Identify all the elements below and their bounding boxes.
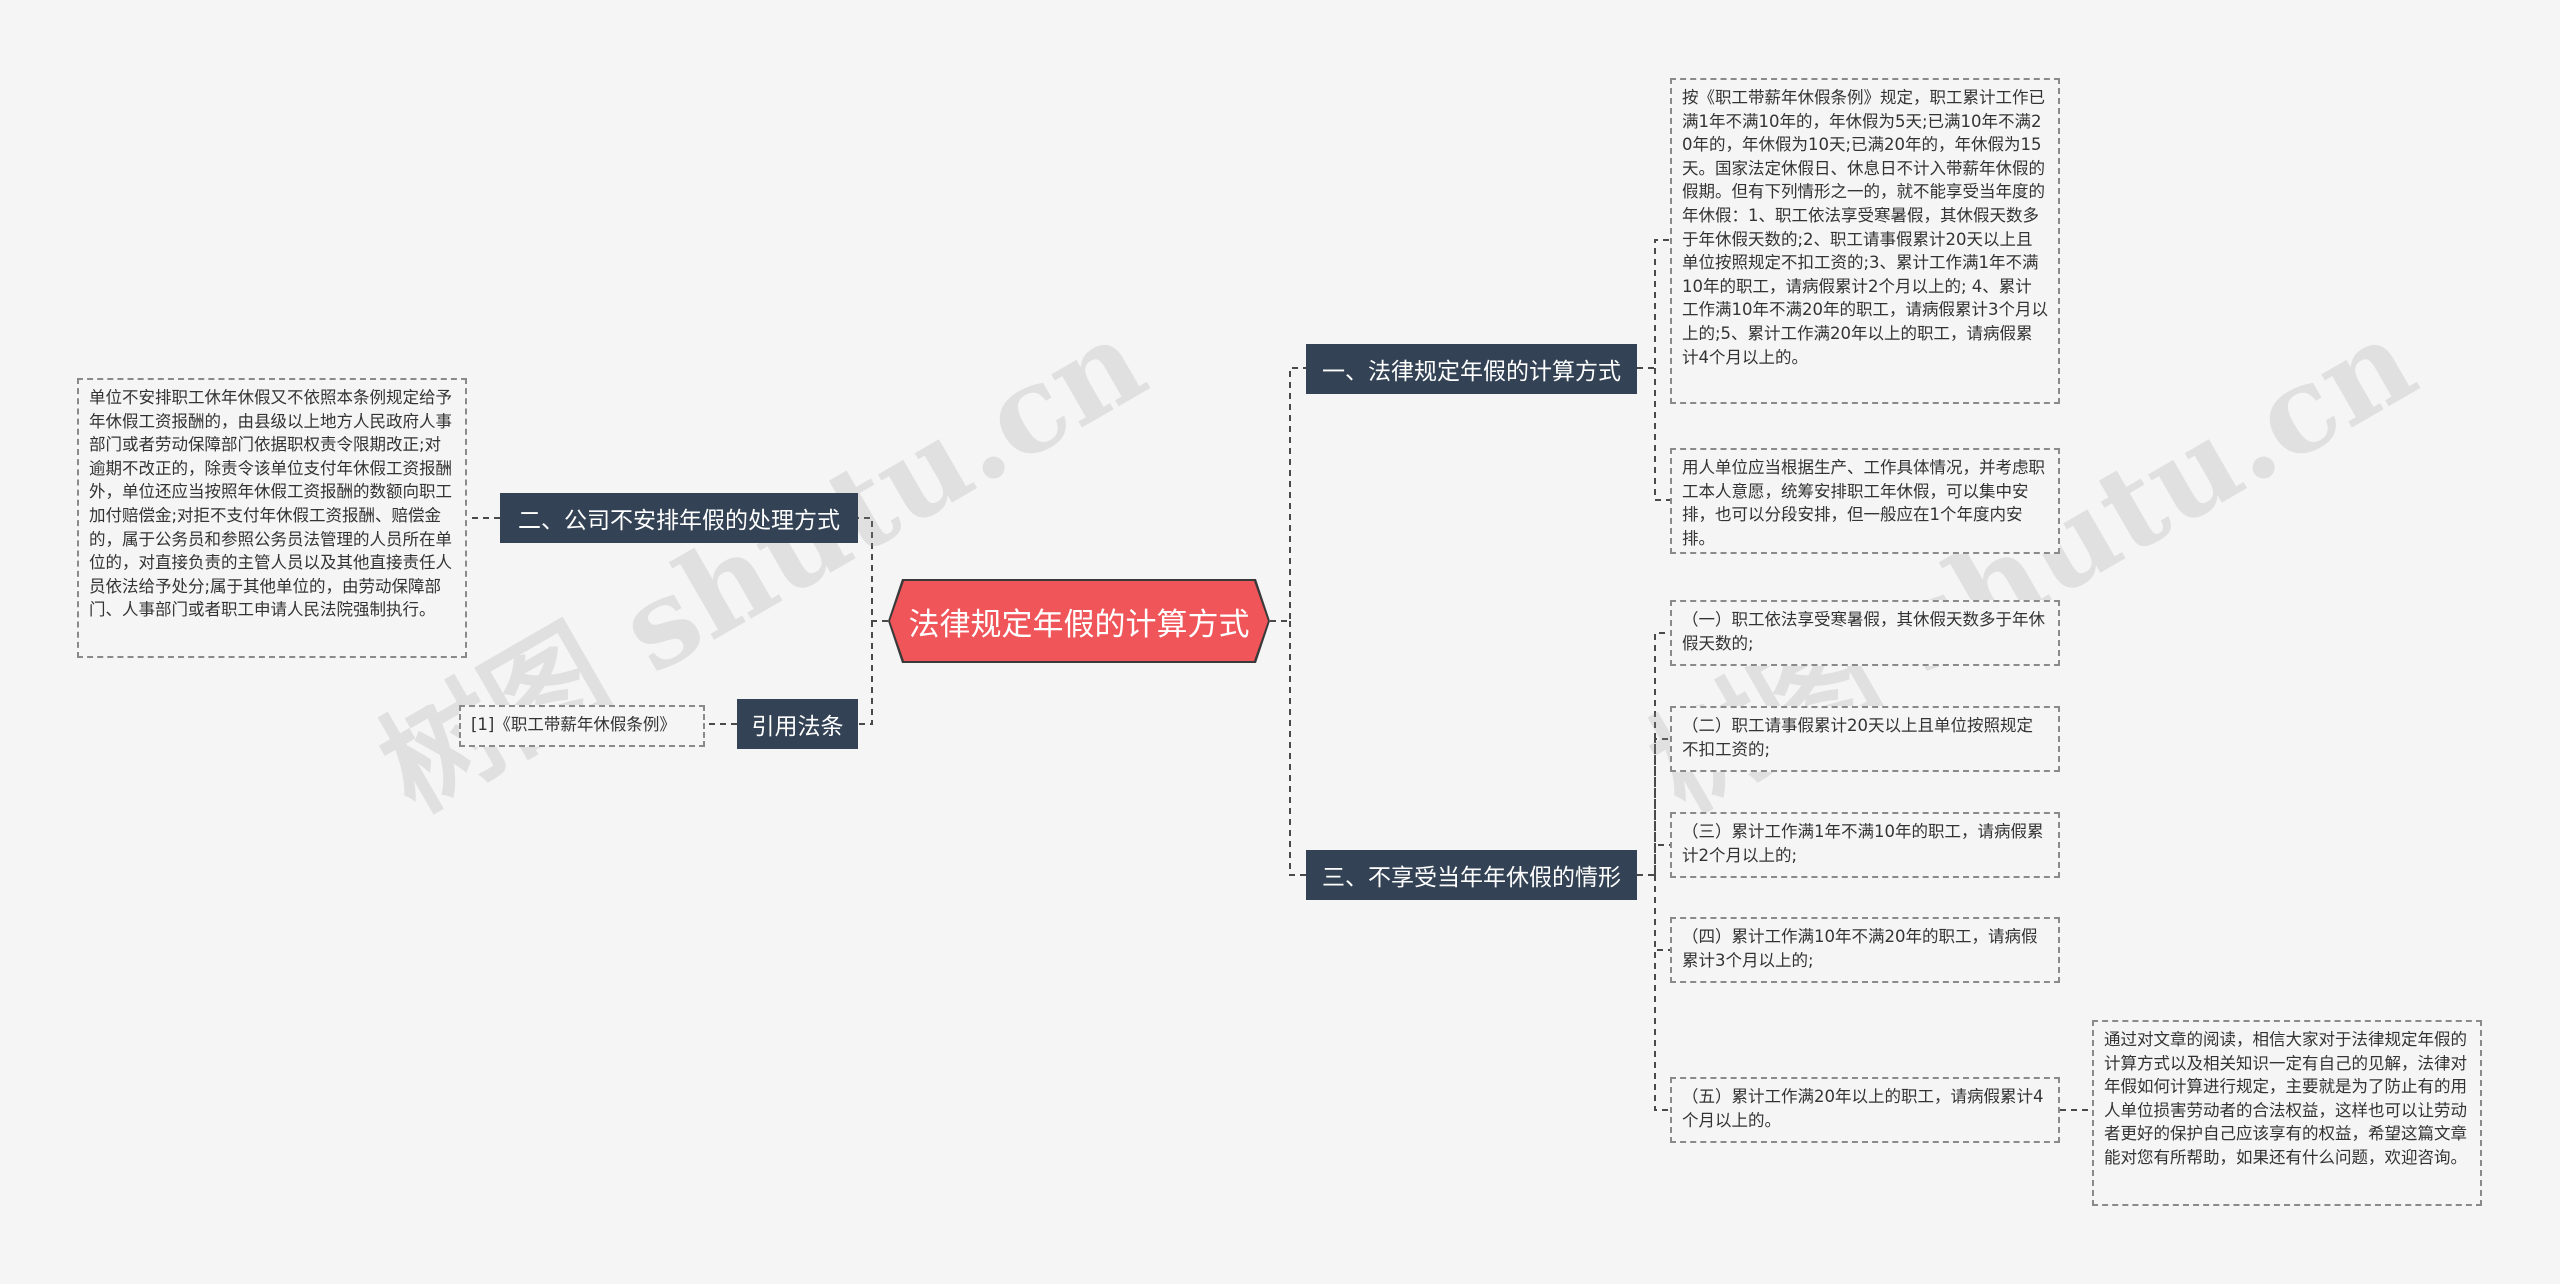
note-calculation-rules[interactable]: 按《职工带薪年休假条例》规定，职工累计工作已满1年不满10年的，年休假为5天;已…: [1670, 78, 2060, 404]
note-situation-2[interactable]: （二）职工请事假累计20天以上且单位按照规定不扣工资的;: [1670, 706, 2060, 772]
topic-not-entitled-situations[interactable]: 三、不享受当年年休假的情形: [1306, 850, 1637, 900]
note-penalty[interactable]: 单位不安排职工休年休假又不依照本条例规定给予年休假工资报酬的，由县级以上地方人民…: [77, 378, 467, 658]
root-node[interactable]: 法律规定年假的计算方式: [890, 581, 1268, 661]
note-situation-1[interactable]: （一）职工依法享受寒暑假，其休假天数多于年休假天数的;: [1670, 600, 2060, 666]
topic-cited-regulations[interactable]: 引用法条: [737, 699, 858, 749]
note-situation-3[interactable]: （三）累计工作满1年不满10年的职工，请病假累计2个月以上的;: [1670, 812, 2060, 878]
note-arrangement[interactable]: 用人单位应当根据生产、工作具体情况，并考虑职工本人意愿，统筹安排职工年休假，可以…: [1670, 448, 2060, 554]
note-situation-4[interactable]: （四）累计工作满10年不满20年的职工，请病假累计3个月以上的;: [1670, 917, 2060, 983]
note-situation-5[interactable]: （五）累计工作满20年以上的职工，请病假累计4个月以上的。: [1670, 1077, 2060, 1143]
topic-calculation-method[interactable]: 一、法律规定年假的计算方式: [1306, 344, 1637, 394]
topic-unarranged-leave-handling[interactable]: 二、公司不安排年假的处理方式: [500, 493, 858, 543]
note-citation[interactable]: [1]《职工带薪年休假条例》: [459, 705, 705, 747]
note-conclusion[interactable]: 通过对文章的阅读，相信大家对于法律规定年假的计算方式以及相关知识一定有自己的见解…: [2092, 1020, 2482, 1206]
